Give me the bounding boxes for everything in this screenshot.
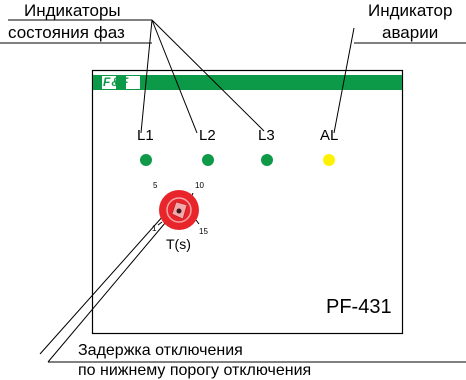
device-body <box>91 69 404 335</box>
alarm-indicator-subtitle: аварии <box>382 23 439 42</box>
knob-scale-5: 5 <box>153 181 158 190</box>
delay-callout-title: Задержка отключения <box>78 342 243 359</box>
knob-scale-10: 10 <box>195 181 204 190</box>
callout-leader-l3 <box>151 19 265 132</box>
led-al <box>323 154 335 166</box>
led-l2 <box>202 154 214 166</box>
model-name: PF-431 <box>326 296 392 318</box>
knob-scale-15: 15 <box>199 227 208 236</box>
callout-leader-knob-b <box>39 205 173 355</box>
knob-tick-15 <box>195 219 200 225</box>
led-l3 <box>261 154 273 166</box>
logo-box-left <box>102 76 116 89</box>
logo-box-right <box>126 76 140 89</box>
delay-callout-subtitle: по нижнему порогу отключения <box>78 362 312 379</box>
indicator-label-al: AL <box>320 127 339 144</box>
indicator-label-l1: L1 <box>137 127 154 144</box>
delay-knob-center <box>176 208 182 214</box>
callout-leader-knob-a <box>47 209 177 363</box>
brand-strip <box>93 75 402 90</box>
knob-scale-1: 1 <box>152 224 157 233</box>
knob-label: T(s) <box>166 236 191 252</box>
knob-tick-1 <box>157 221 163 226</box>
brand-logo: F&F <box>103 75 130 89</box>
indicator-label-l2: L2 <box>199 127 216 144</box>
alarm-indicator-title: Индикатор <box>368 1 453 20</box>
callout-leader-al <box>333 27 355 134</box>
phase-indicators-subtitle: состояния фаз <box>8 23 125 42</box>
phase-indicators-title: Индикаторы <box>24 1 121 20</box>
callout-leader-l1 <box>140 19 153 134</box>
led-l1 <box>140 154 152 166</box>
indicator-label-l3: L3 <box>258 127 275 144</box>
callout-leader-l2 <box>151 19 198 134</box>
